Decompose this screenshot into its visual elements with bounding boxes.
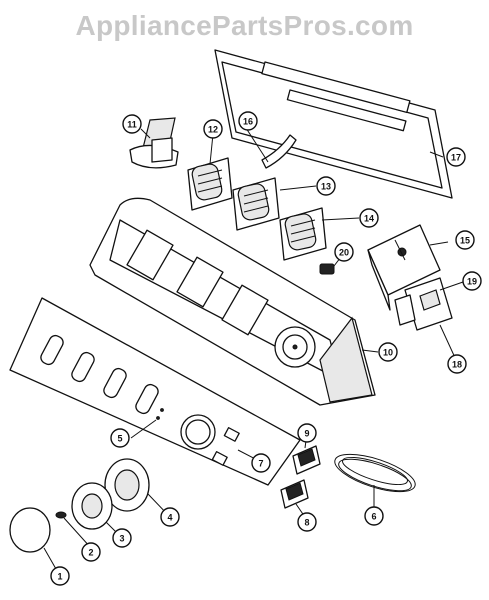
part-12-switch — [187, 157, 233, 211]
callout-18: 18 — [447, 354, 467, 374]
svg-text:9: 9 — [304, 429, 309, 439]
callout-16: 16 — [238, 111, 258, 131]
callout-9: 9 — [297, 423, 317, 443]
callout-6: 6 — [364, 506, 384, 526]
part-9-rocker-switch — [292, 445, 321, 475]
svg-text:4: 4 — [167, 513, 172, 523]
svg-text:8: 8 — [304, 518, 309, 528]
part-17-panel — [214, 49, 453, 199]
part-6-cable — [334, 453, 416, 493]
callout-10: 10 — [378, 342, 398, 362]
svg-text:3: 3 — [119, 534, 124, 544]
svg-text:15: 15 — [460, 236, 470, 246]
part-2-screw — [55, 511, 67, 519]
callout-17: 17 — [446, 147, 466, 167]
svg-text:6: 6 — [371, 512, 376, 522]
svg-text:13: 13 — [321, 182, 331, 192]
watermark: AppliancePartsPros.com — [75, 10, 414, 41]
svg-text:5: 5 — [117, 434, 122, 444]
callout-11: 11 — [122, 114, 142, 134]
part-7-front-panel — [9, 297, 301, 486]
callout-19: 19 — [462, 271, 482, 291]
svg-text:19: 19 — [467, 277, 477, 287]
callout-5: 5 — [110, 428, 130, 448]
part-8-rocker-switch — [280, 479, 309, 509]
part-16-tube — [261, 134, 297, 169]
svg-text:14: 14 — [364, 214, 374, 224]
callout-3: 3 — [112, 528, 132, 548]
part-14-switch — [279, 207, 327, 261]
part-11-selector — [129, 117, 179, 169]
svg-text:20: 20 — [339, 248, 349, 258]
callout-15: 15 — [455, 230, 475, 250]
part-20-clip — [319, 263, 335, 275]
callout-4: 4 — [160, 507, 180, 527]
part-10-console — [89, 197, 376, 406]
svg-text:17: 17 — [451, 153, 461, 163]
callout-14: 14 — [359, 208, 379, 228]
part-3-knob-inner — [81, 493, 103, 519]
svg-text:12: 12 — [208, 125, 218, 135]
svg-text:1: 1 — [57, 572, 62, 582]
callout-8: 8 — [297, 512, 317, 532]
part-13-switch — [232, 177, 280, 231]
callout-7: 7 — [251, 453, 271, 473]
callout-13: 13 — [316, 176, 336, 196]
svg-text:7: 7 — [258, 459, 263, 469]
part-18-19-bracket — [394, 277, 453, 331]
part-15-module — [367, 224, 441, 311]
part-4-knob-inner — [114, 469, 140, 501]
svg-text:16: 16 — [243, 117, 253, 127]
callout-2: 2 — [81, 542, 101, 562]
svg-text:11: 11 — [127, 120, 137, 130]
part-1-cap — [9, 507, 51, 553]
svg-text:2: 2 — [88, 548, 93, 558]
callout-1: 1 — [50, 566, 70, 586]
svg-text:18: 18 — [452, 360, 462, 370]
svg-text:10: 10 — [383, 348, 393, 358]
callout-20: 20 — [334, 242, 354, 262]
callout-12: 12 — [203, 119, 223, 139]
